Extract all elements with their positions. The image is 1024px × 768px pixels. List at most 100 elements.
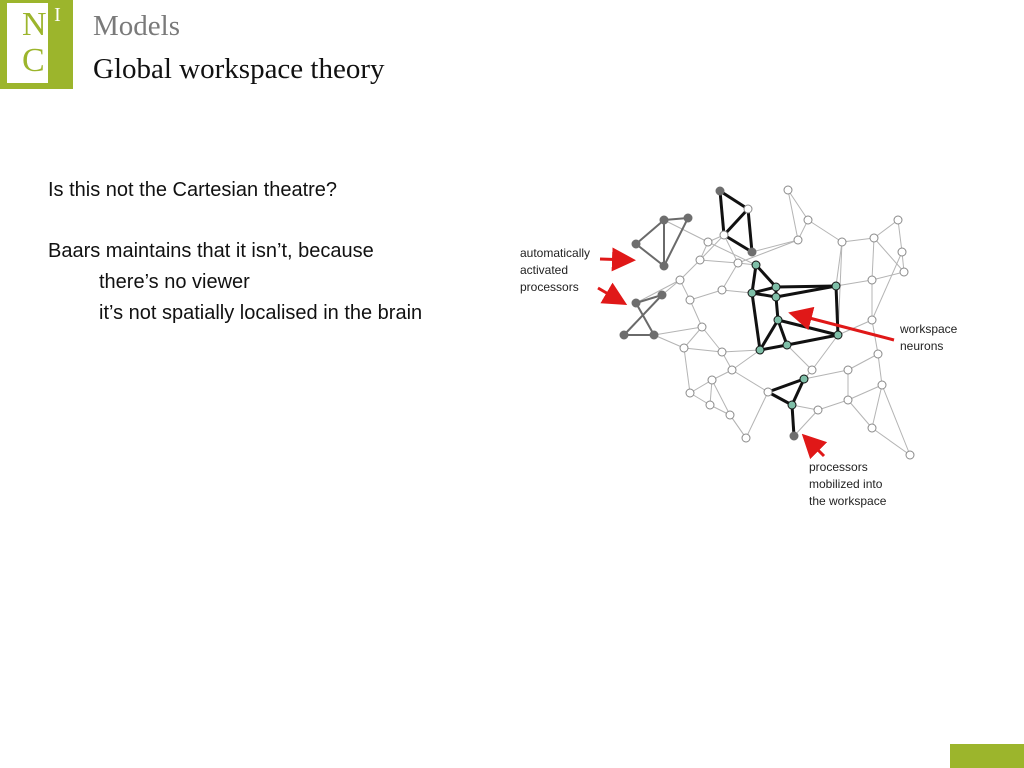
network-node: [867, 423, 877, 433]
mobilized-label-line: the workspace: [809, 494, 887, 508]
activated-node: [631, 298, 641, 308]
mobilized-label-line: mobilized into: [809, 477, 883, 491]
network-node: [893, 215, 903, 225]
network-node: [705, 400, 715, 410]
network-nodes: [619, 185, 915, 460]
workspace-edge: [786, 333, 839, 347]
network-node: [719, 230, 729, 240]
network-edge: [871, 384, 883, 429]
network-node: [697, 322, 707, 332]
workspace-edge: [754, 263, 778, 289]
workspace-edge: [834, 285, 840, 336]
network-edge: [711, 379, 731, 416]
network-edge: [721, 349, 761, 353]
reason-item: it’s not spatially localised in the brai…: [99, 302, 423, 324]
slide-title: Global workspace theory: [93, 53, 385, 85]
question-text: Is this not the Cartesian theatre?: [48, 179, 338, 201]
workspace-edge: [790, 378, 806, 406]
section-label: Models: [93, 10, 180, 42]
network-node: [899, 267, 909, 277]
network-edge: [689, 289, 723, 301]
network-edge: [871, 237, 875, 281]
network-edge: [721, 289, 753, 294]
network-node: [763, 387, 773, 397]
network-edge: [837, 319, 873, 336]
network-edge: [683, 347, 691, 394]
claim-text: Baars maintains that it isn’t, because: [48, 240, 374, 262]
activated-node: [649, 330, 659, 340]
network-edge: [635, 279, 681, 304]
network-edge: [683, 326, 703, 349]
network-node: [707, 375, 717, 385]
network-edge: [897, 219, 903, 253]
footer-accent-bar: [950, 744, 1024, 768]
network-node: [685, 388, 695, 398]
network-node: [837, 237, 847, 247]
mobilized-label-line: processors: [809, 460, 868, 474]
network-edge: [871, 251, 903, 321]
workspace-edge: [775, 284, 837, 299]
auto-label-line: activated: [520, 263, 568, 277]
network-edge: [847, 384, 883, 401]
network-edge: [679, 259, 701, 281]
workspace-edge: [723, 233, 753, 254]
workspace-edge: [758, 319, 780, 351]
network-edge: [817, 399, 849, 411]
network-edge: [881, 384, 911, 456]
network-node: [905, 450, 915, 460]
activated-node: [715, 186, 725, 196]
activated-node: [683, 213, 693, 223]
workspace-edge: [767, 377, 805, 394]
reason-item: there’s no viewer: [99, 271, 250, 293]
logo-bar: [48, 3, 67, 83]
workspace-edge: [750, 264, 758, 294]
network-node: [897, 247, 907, 257]
network-edge: [811, 334, 839, 371]
activated-edge: [635, 219, 665, 245]
network-edge: [723, 234, 739, 264]
network-edge: [737, 239, 799, 264]
network-node: [685, 295, 695, 305]
network-edge: [871, 271, 905, 281]
workspace-node: [773, 315, 783, 325]
auto-label-line: automatically: [520, 246, 590, 260]
network-edge: [803, 369, 849, 380]
network-node: [703, 237, 713, 247]
network-node: [741, 433, 751, 443]
workspace-edge: [719, 189, 749, 211]
network-edge: [707, 241, 757, 266]
arrow-auto-1: [599, 247, 636, 272]
workspace-edge: [750, 292, 762, 351]
activated-edge: [635, 294, 663, 304]
network-edge: [653, 334, 685, 349]
network-edge: [877, 353, 883, 386]
activated-node: [657, 290, 667, 300]
network-edge: [699, 259, 739, 264]
network-node: [695, 255, 705, 265]
network-node: [873, 349, 883, 359]
network-edge: [745, 391, 769, 439]
network-edge: [701, 326, 723, 353]
network-edge: [689, 299, 703, 328]
network-edge: [793, 409, 819, 437]
network-node: [807, 365, 817, 375]
nc-logo: N C I: [0, 0, 73, 89]
network-edge: [729, 414, 747, 439]
activated-node: [659, 215, 669, 225]
workspace-node: [755, 345, 765, 355]
network-node: [793, 235, 803, 245]
network-node: [743, 204, 753, 214]
network-edge: [835, 279, 873, 287]
activated-node: [747, 247, 757, 257]
activated-edge: [635, 302, 655, 336]
annotation-arrows: [597, 247, 895, 460]
workspace-network-diagram: automatically activated processors works…: [520, 185, 958, 508]
activated-node: [789, 431, 799, 441]
workspace-edge: [767, 390, 793, 407]
network-edge: [663, 219, 709, 243]
workspace-node: [787, 400, 797, 410]
workspace-label-line: neurons: [900, 339, 943, 353]
network-edge: [731, 369, 769, 393]
activated-edge: [635, 243, 665, 267]
network-edge: [653, 326, 703, 336]
